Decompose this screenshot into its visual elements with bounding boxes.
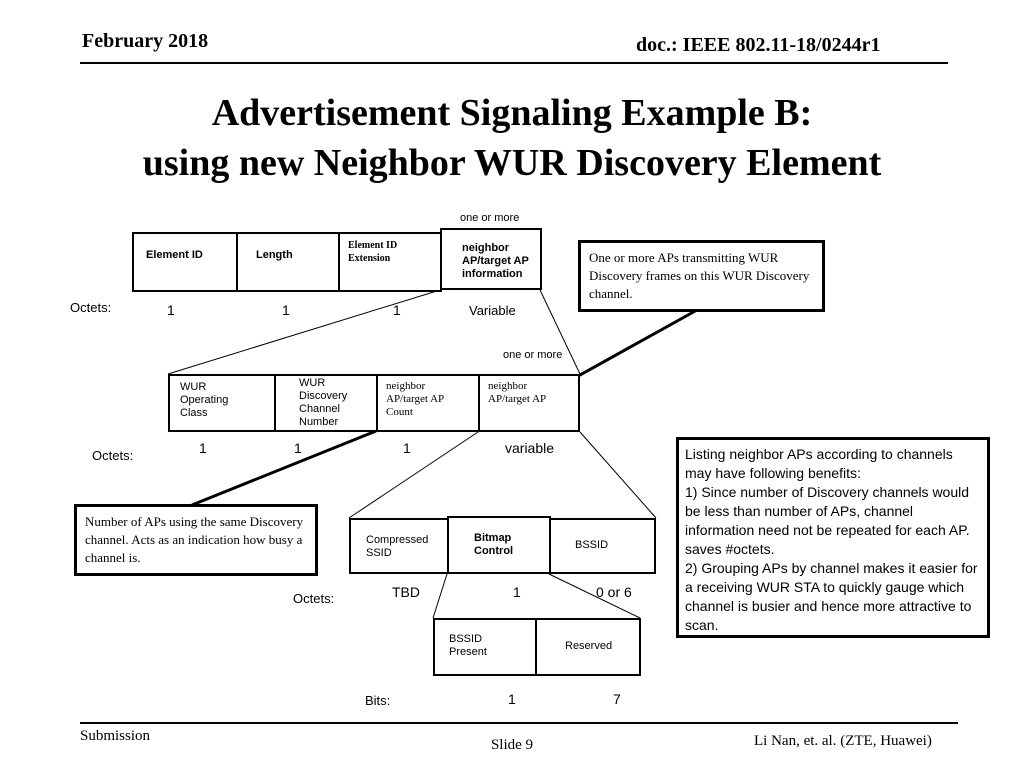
footer-slide-number: Slide 9 [490,737,534,753]
footer-author: Li Nan, et. al. (ZTE, Huawei) [754,733,932,749]
header-rule [80,62,948,64]
expand-line-ap-left [348,431,479,519]
header-doc-id: doc.: IEEE 802.11-18/0244r1 [636,34,881,56]
label-neighbor-ap-information: neighbor AP/target AP information [462,242,529,280]
ap-octet-3: 0 or 6 [596,584,632,600]
title-line-1: Advertisement Signaling Example B: [211,92,813,134]
label-bssid-present: BSSID Present [449,633,487,658]
expand-line-right [539,289,581,375]
element-octet-1: 1 [167,302,175,318]
field-wur-discovery-channel-number [274,374,378,432]
note-neighbor-ap-info: One or more APs transmitting WUR Discove… [578,240,825,312]
element-octet-3: 1 [393,302,401,318]
field-wur-operating-class [168,374,276,432]
label-neighbor-ap: neighbor AP/target AP [488,380,547,405]
sub-octets-label: Octets: [92,448,134,463]
note-benefits: Listing neighbor APs according to channe… [676,437,990,638]
field-length [236,232,340,292]
element-octet-2: 1 [282,302,290,318]
field-element-id-extension [338,232,442,292]
element-octets-label: Octets: [70,300,112,315]
expand-line-bitmap-right [548,573,641,619]
sub-octet-4: variable [505,440,555,456]
label-bitmap-control: Bitmap Control [474,532,514,557]
ap-octet-1: TBD [392,584,420,600]
field-compressed-ssid [349,518,449,574]
label-length: Length [256,249,293,261]
label-bssid: BSSID [575,539,609,551]
note-pointer-left [191,429,377,507]
expand-line-left [167,289,441,375]
field-neighbor-ap-count [376,374,480,432]
sub-octet-1: 1 [199,440,207,456]
note-ap-count: Number of APs using the same Discovery c… [74,504,318,576]
field-reserved [535,618,641,676]
header-date: February 2018 [82,30,209,52]
label-element-id-extension: Element ID Extension [348,240,398,264]
field-bitmap-control [447,516,551,574]
expand-line-bitmap-left [432,573,448,619]
element-octet-4: Variable [469,303,516,318]
field-neighbor-ap-information [440,228,542,290]
bitmap-bit-1: 1 [508,691,516,707]
label-wur-operating-class: WUR Operating Class [180,381,229,419]
expand-line-ap-right [579,431,657,519]
label-compressed-ssid: Compressed SSID [366,534,429,559]
ap-octet-2: 1 [513,584,521,600]
sub-one-or-more: one or more [503,349,563,361]
bitmap-bits-label: Bits: [365,693,391,708]
footer-submission: Submission [80,728,151,744]
field-neighbor-ap [478,374,580,432]
field-element-id [132,232,238,292]
sub-octet-2: 1 [294,440,302,456]
slide-title: Advertisement Signaling Example B: using… [0,88,1024,188]
label-neighbor-ap-count: neighbor AP/target AP Count [386,380,444,418]
label-wur-discovery-channel-number: WUR Discovery Channel Number [299,377,348,428]
field-bssid [549,518,656,574]
bitmap-bit-2: 7 [613,691,621,707]
footer-rule [80,722,958,724]
label-element-id: Element ID [146,249,203,261]
title-line-2: using new Neighbor WUR Discovery Element [142,142,882,184]
sub-octet-3: 1 [403,440,411,456]
ap-octets-label: Octets: [293,591,335,606]
element-one-or-more: one or more [460,212,520,224]
label-reserved: Reserved [565,640,613,652]
